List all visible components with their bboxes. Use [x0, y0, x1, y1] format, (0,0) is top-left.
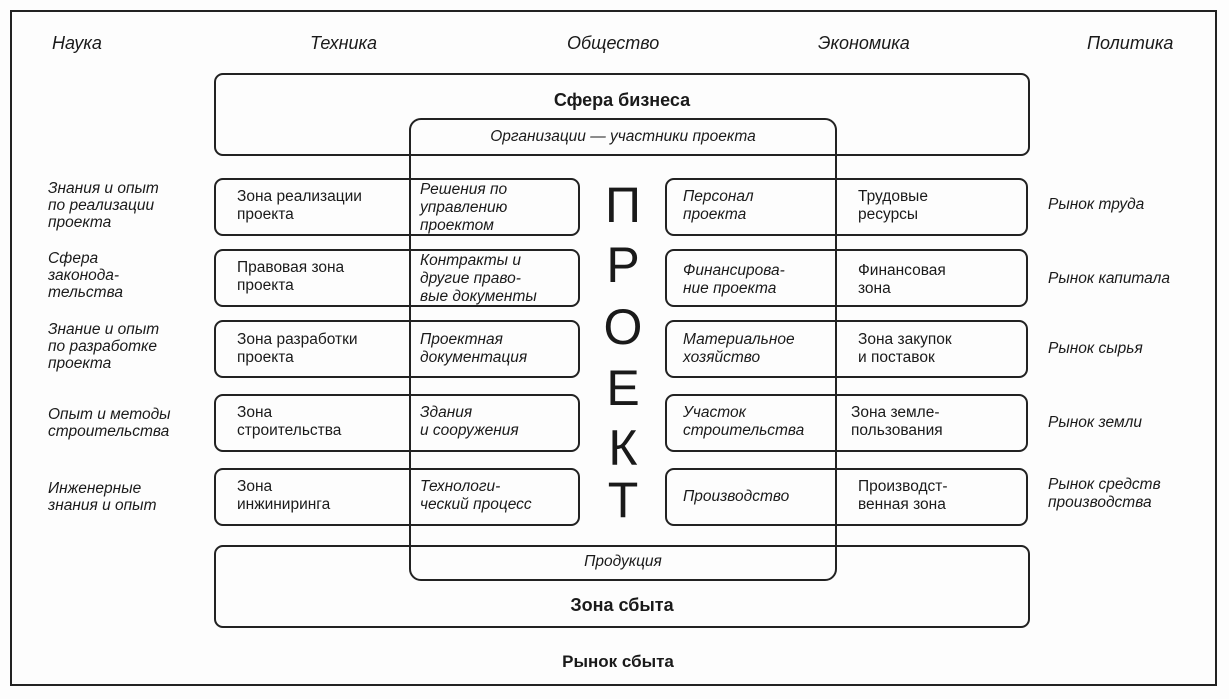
top-label-science: Наука	[52, 33, 102, 53]
top-label-economy: Экономика	[818, 33, 910, 53]
row-3-left-box	[214, 320, 580, 378]
top-label-technology: Техника	[310, 33, 378, 53]
project-letter: Т	[607, 472, 639, 528]
business-sphere-label: Сфера бизнеса	[553, 90, 691, 110]
row-2-inner-right: Финансирова-ние проекта	[683, 262, 785, 297]
row-2-left-box	[214, 249, 580, 307]
row-1-right-box	[665, 178, 1028, 236]
row-1-market: Рынок труда	[1048, 196, 1145, 213]
row-3-market: Рынок сырья	[1048, 340, 1143, 357]
top-label-society: Общество	[567, 33, 660, 53]
row-4-right-box	[665, 394, 1028, 452]
project-letter: П	[605, 177, 641, 233]
sales-zone-label: Зона сбыта	[570, 595, 674, 615]
row-5-left-box	[214, 468, 580, 526]
row-5-inner-right: Производство	[683, 488, 790, 505]
business-sphere-box	[214, 73, 1030, 156]
sales-zone-box	[214, 545, 1030, 628]
project-letter: О	[603, 299, 643, 355]
row-1-left-box	[214, 178, 580, 236]
outer-frame	[10, 10, 1217, 686]
row-5-right-box	[665, 468, 1028, 526]
row-5-inner-left: Технологи-ческий процесс	[420, 478, 532, 513]
row-3-right-box	[665, 320, 1028, 378]
sales-market-label: Рынок сбыта	[562, 652, 674, 671]
row-5-resource: Производст-венная зона	[858, 478, 948, 513]
row-4-left-box	[214, 394, 580, 452]
row-2-right-box	[665, 249, 1028, 307]
organizations-label: Организации — участники проекта	[490, 128, 756, 145]
row-4-market: Рынок земли	[1048, 414, 1142, 431]
row-2-market: Рынок капитала	[1048, 270, 1170, 287]
project-letter: Р	[606, 237, 640, 293]
project-letter: К	[608, 420, 638, 476]
top-label-politics: Политика	[1087, 33, 1174, 53]
products-label: Продукция	[584, 553, 662, 570]
project-letter: Е	[606, 360, 640, 416]
row-4-resource: Зона земле-пользования	[851, 404, 943, 439]
project-frame	[409, 118, 837, 581]
